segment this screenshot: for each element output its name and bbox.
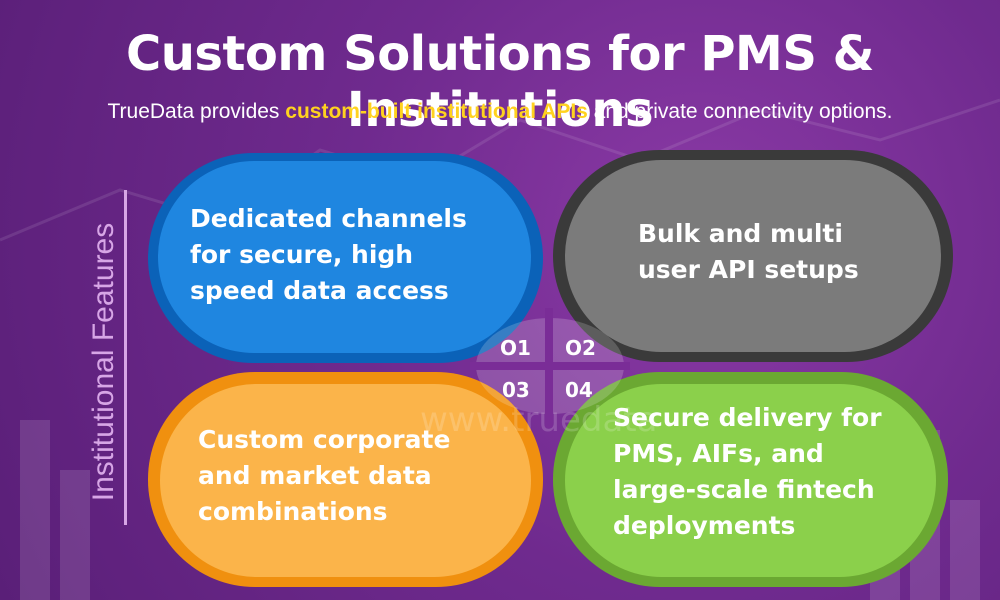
feature-card-4-line: Secure delivery for — [613, 403, 882, 432]
center-divider-vertical — [545, 308, 553, 428]
subtitle-text-start: TrueData provides — [107, 100, 286, 123]
feature-card-1-line: speed data access — [190, 276, 449, 305]
page-subtitle: TrueData provides custom-built instituti… — [0, 100, 1000, 124]
feature-number-3: 03 — [502, 378, 530, 402]
feature-card-4-line: deployments — [613, 511, 796, 540]
side-label: Institutional Features — [87, 222, 120, 502]
page-title: Custom Solutions for PMS & Institutions — [126, 26, 874, 138]
feature-card-2-inner — [565, 160, 941, 352]
feature-card-3: Custom corporate and market data combina… — [148, 372, 543, 587]
feature-number-2: O2 — [565, 336, 596, 360]
feature-card-1: Dedicated channels for secure, high spee… — [148, 153, 543, 363]
feature-card-2-line: Bulk and multi — [638, 219, 843, 248]
feature-card-1-line: for secure, high — [190, 240, 414, 269]
feature-card-3-line: combinations — [198, 497, 388, 526]
feature-card-2-text: Bulk and multi user API setups — [638, 216, 859, 288]
subtitle-text-end: and private connectivity options. — [587, 100, 893, 123]
feature-card-1-line: Dedicated channels — [190, 204, 467, 233]
feature-card-4: Secure delivery for PMS, AIFs, and large… — [553, 372, 948, 587]
feature-card-3-inner — [160, 384, 531, 577]
feature-card-3-text: Custom corporate and market data combina… — [198, 422, 450, 530]
subtitle-highlight: custom-built institutional APIs — [285, 100, 588, 123]
feature-card-2-line: user API setups — [638, 255, 859, 284]
side-divider-line — [124, 190, 127, 525]
feature-card-3-line: and market data — [198, 461, 432, 490]
feature-card-3-line: Custom corporate — [198, 425, 451, 454]
feature-card-1-inner — [158, 161, 531, 353]
feature-card-4-text: Secure delivery for PMS, AIFs, and large… — [613, 400, 882, 544]
feature-number-1: O1 — [500, 336, 531, 360]
feature-card-1-text: Dedicated channels for secure, high spee… — [190, 201, 467, 309]
feature-card-2: Bulk and multi user API setups — [553, 150, 953, 362]
feature-card-4-line: PMS, AIFs, and — [613, 439, 824, 468]
feature-card-4-line: large-scale fintech — [613, 475, 875, 504]
feature-card-4-inner — [565, 384, 936, 577]
watermark: www.truedata — [420, 400, 658, 440]
feature-number-4: 04 — [565, 378, 593, 402]
